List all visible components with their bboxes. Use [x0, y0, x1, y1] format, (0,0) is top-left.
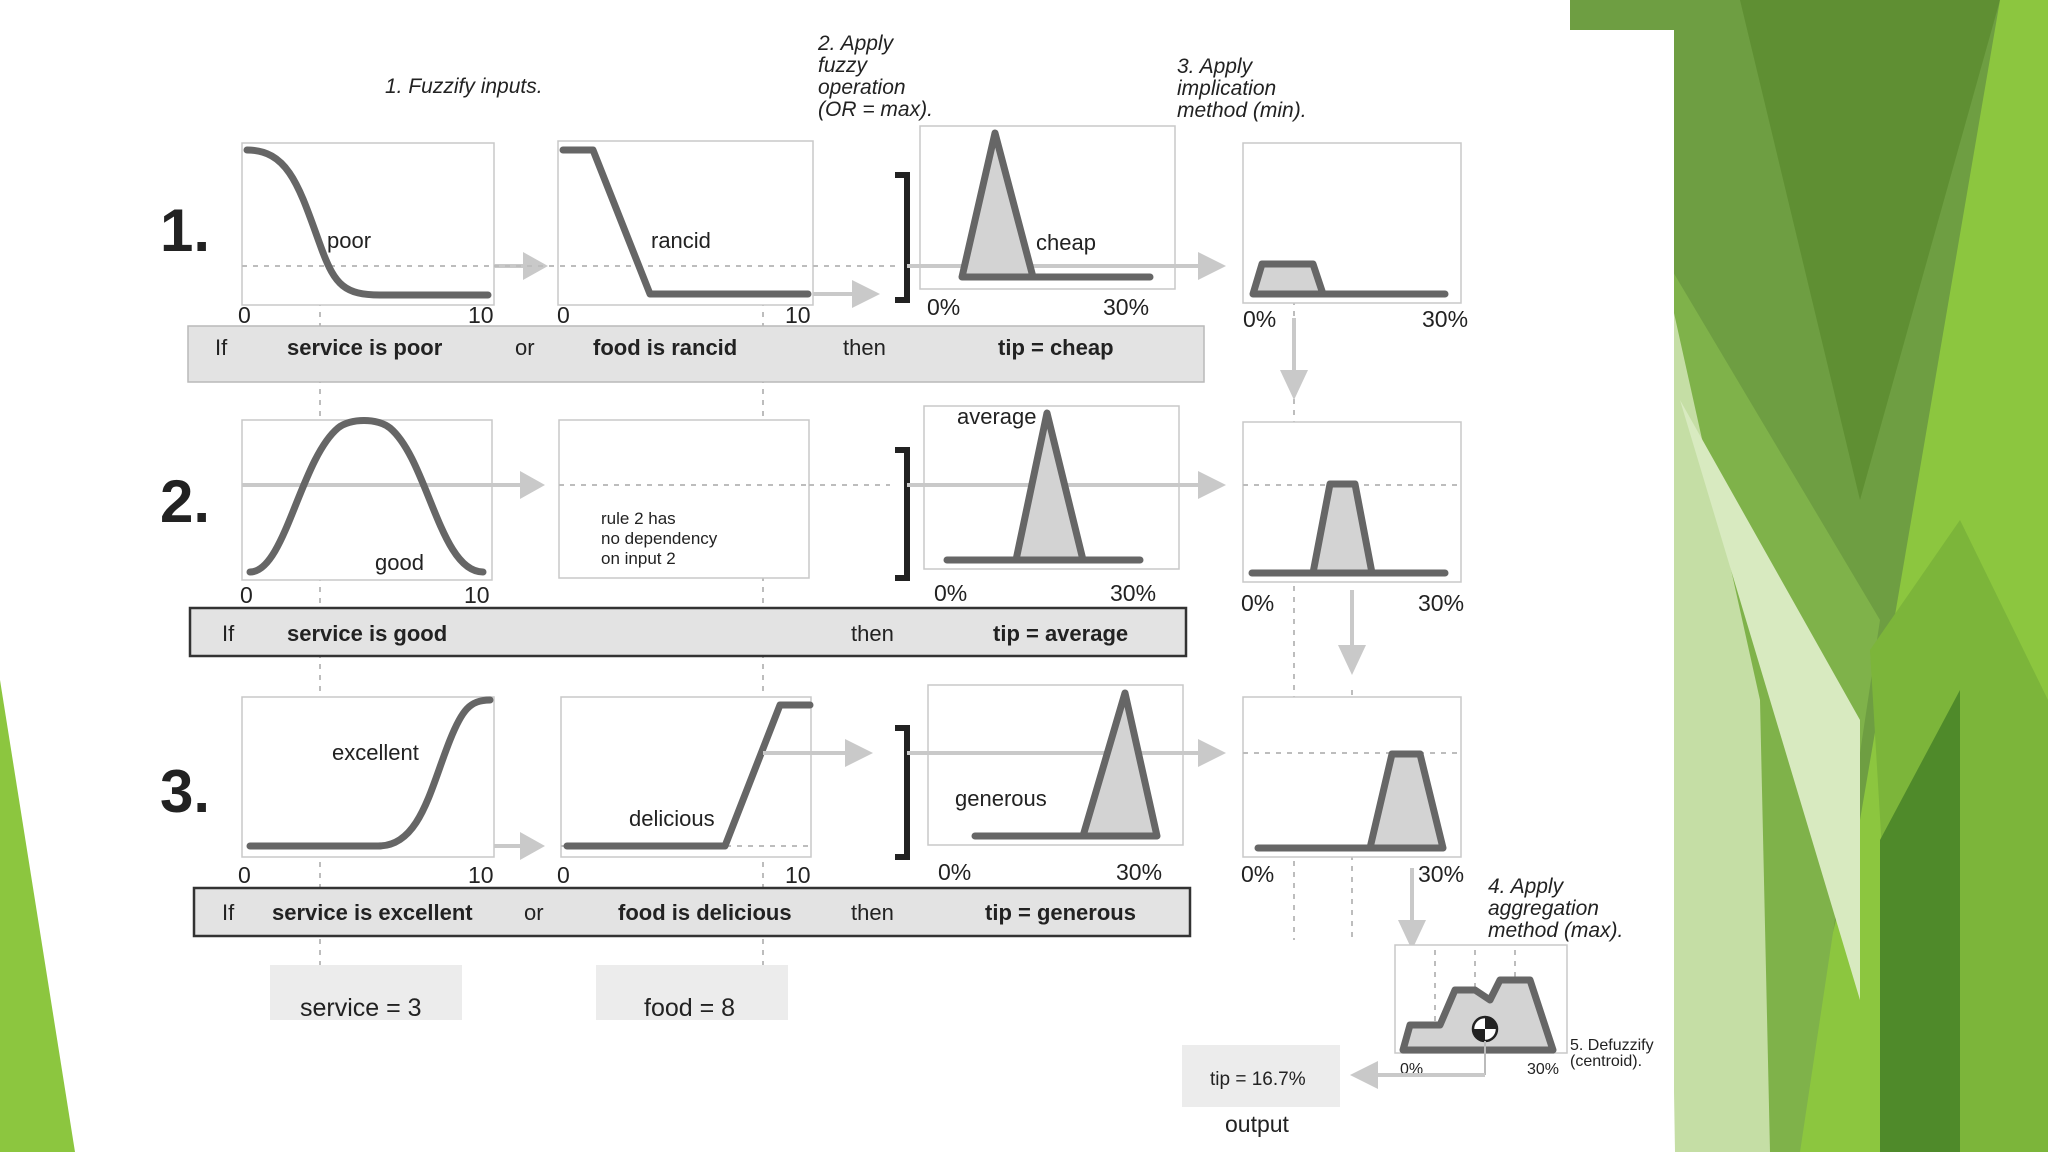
- mf-generous: [1079, 689, 1161, 840]
- svg-text:generous: generous: [955, 786, 1047, 811]
- green-decoration-right: [1570, 0, 2048, 1152]
- step3-heading: 3. Apply implication method (min).: [1177, 55, 1307, 122]
- svg-text:poor: poor: [327, 228, 371, 253]
- svg-text:or: or: [515, 335, 535, 360]
- svg-text:average: average: [957, 404, 1037, 429]
- svg-text:then: then: [843, 335, 886, 360]
- svg-text:10: 10: [464, 582, 490, 608]
- svg-text:If: If: [222, 900, 235, 925]
- svg-text:30%: 30%: [1422, 306, 1468, 332]
- step1-heading: 1. Fuzzify inputs.: [385, 75, 543, 98]
- svg-text:cheap: cheap: [1036, 230, 1096, 255]
- svg-text:rancid: rancid: [651, 228, 711, 253]
- svg-text:10: 10: [468, 302, 494, 328]
- rule-bar-1: [187, 325, 1205, 383]
- mf-rancid: [559, 146, 812, 298]
- svg-text:tip = generous: tip = generous: [985, 900, 1136, 925]
- rule-number-3: 3.: [160, 758, 210, 825]
- svg-text:on input 2: on input 2: [601, 549, 676, 568]
- mf-cheap: [958, 129, 1037, 281]
- svg-text:10: 10: [785, 302, 811, 328]
- svg-text:service = 3: service = 3: [300, 994, 422, 1022]
- svg-text:or: or: [524, 900, 544, 925]
- svg-text:method (min).: method (min).: [1177, 99, 1307, 122]
- svg-text:0: 0: [238, 862, 251, 888]
- svg-text:0: 0: [240, 582, 253, 608]
- step4-heading: 4. Apply aggregation method (max).: [1488, 875, 1623, 942]
- svg-text:0%: 0%: [1241, 590, 1274, 616]
- row-1: If service is poor or food is rancid the…: [187, 125, 1468, 400]
- mf-average: [1012, 409, 1087, 564]
- svg-text:food is delicious: food is delicious: [618, 900, 792, 925]
- svg-text:10: 10: [785, 862, 811, 888]
- svg-text:tip = 16.7%: tip = 16.7%: [1210, 1069, 1306, 1090]
- svg-text:tip = cheap: tip = cheap: [998, 335, 1114, 360]
- svg-text:0%: 0%: [1241, 861, 1274, 887]
- svg-text:3. Apply: 3. Apply: [1177, 55, 1254, 78]
- mf-good: [246, 417, 487, 576]
- svg-text:If: If: [215, 335, 228, 360]
- mf-delicious: [563, 701, 814, 850]
- svg-text:excellent: excellent: [332, 740, 419, 765]
- svg-text:0%: 0%: [1243, 306, 1276, 332]
- svg-text:service is excellent: service is excellent: [272, 900, 473, 925]
- svg-text:food is rancid: food is rancid: [593, 335, 737, 360]
- svg-text:then: then: [851, 621, 894, 646]
- svg-text:then: then: [851, 900, 894, 925]
- svg-text:30%: 30%: [1527, 1061, 1559, 1078]
- svg-text:0: 0: [557, 862, 570, 888]
- svg-text:delicious: delicious: [629, 806, 715, 831]
- svg-text:fuzzy: fuzzy: [818, 54, 869, 77]
- rule-number-1: 1.: [160, 197, 210, 264]
- svg-text:0%: 0%: [927, 294, 960, 320]
- rule-bar-3: [192, 886, 1192, 938]
- svg-text:4. Apply: 4. Apply: [1488, 875, 1565, 898]
- svg-text:10: 10: [468, 862, 494, 888]
- svg-text:operation: operation: [818, 76, 906, 99]
- svg-text:implication: implication: [1177, 77, 1276, 100]
- svg-text:30%: 30%: [1418, 861, 1464, 887]
- svg-text:30%: 30%: [1418, 590, 1464, 616]
- svg-text:rule 2 has: rule 2 has: [601, 509, 676, 528]
- svg-text:5. Defuzzify: 5. Defuzzify: [1570, 1037, 1654, 1054]
- svg-text:0: 0: [238, 302, 251, 328]
- rule-number-2: 2.: [160, 468, 210, 535]
- svg-text:(centroid).: (centroid).: [1570, 1053, 1642, 1070]
- mf-excellent: [246, 696, 494, 850]
- svg-text:good: good: [375, 550, 424, 575]
- input-food: food = 8: [596, 965, 788, 1022]
- svg-text:If: If: [222, 621, 235, 646]
- aggregation-panel: 0% 30% 5. Defuzzify (centroid).: [1394, 944, 1654, 1078]
- svg-text:aggregation: aggregation: [1488, 897, 1599, 920]
- svg-text:2. Apply: 2. Apply: [817, 32, 895, 55]
- svg-text:30%: 30%: [1103, 294, 1149, 320]
- mf-poor: [243, 146, 492, 299]
- input-service: service = 3: [270, 965, 462, 1022]
- rule-bar-2: [188, 606, 1188, 658]
- svg-text:service is poor: service is poor: [287, 335, 443, 360]
- svg-text:0: 0: [557, 302, 570, 328]
- svg-text:no dependency: no dependency: [601, 529, 718, 548]
- svg-text:food = 8: food = 8: [644, 994, 735, 1022]
- svg-text:30%: 30%: [1110, 580, 1156, 606]
- row-2: If service is good then tip = average go…: [188, 404, 1464, 675]
- svg-text:0%: 0%: [934, 580, 967, 606]
- svg-text:tip = average: tip = average: [993, 621, 1128, 646]
- svg-text:output: output: [1225, 1111, 1290, 1137]
- green-decoration-left: [0, 680, 75, 1152]
- svg-text:(OR = max).: (OR = max).: [818, 98, 933, 121]
- svg-text:30%: 30%: [1116, 859, 1162, 885]
- step2-heading: 2. Apply fuzzy operation (OR = max).: [817, 32, 933, 121]
- output-result: tip = 16.7% output: [1182, 1045, 1340, 1137]
- svg-text:method (max).: method (max).: [1488, 919, 1623, 942]
- aggregated-output: [1399, 976, 1557, 1054]
- svg-text:service is good: service is good: [287, 621, 447, 646]
- svg-text:0%: 0%: [938, 859, 971, 885]
- row-3: If service is excellent or food is delic…: [192, 684, 1464, 950]
